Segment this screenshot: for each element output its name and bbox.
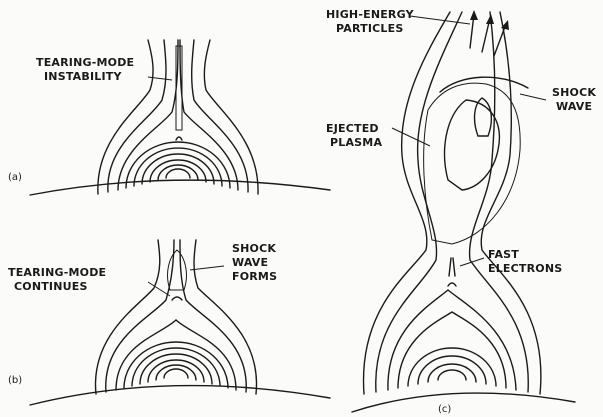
panel-a-label-line2: INSTABILITY [44,70,122,83]
panel-b-closed-loops [115,319,237,391]
panel-b-right-label-line2: WAVE [232,256,268,269]
panel-c-shock-leader [519,93,547,101]
panel-c-open-field-lines [362,11,542,395]
panel-c-particle-arrows [469,10,509,57]
panel-c-shock-label-line2: WAVE [556,100,592,113]
panel-b-right-label-line3: FORMS [232,270,277,283]
panel-a-open-field-lines [97,39,259,195]
panel-b: TEARING-MODE CONTINUES SHOCK WAVE FORMS … [8,239,331,406]
panel-c-shock-label-line1: SHOCK [552,86,596,99]
panel-c-top-leader [409,15,471,25]
panel-c-solar-surface [351,392,576,413]
panel-a-tearing-sheet [175,45,183,141]
panel-c: HIGH-ENERGY PARTICLES SHOCK WAVE EJECTED… [326,8,596,415]
panel-b-right-label-line1: SHOCK [232,242,276,255]
panel-b-left-label-line2: CONTINUES [14,280,88,293]
ejected-plasma-blob [423,82,521,245]
panel-c-fast-leader [459,257,485,267]
panel-a: TEARING-MODE INSTABILITY (a) [8,39,331,196]
panel-c-ejected-label-line2: PLASMA [330,136,382,149]
panel-a-closed-loops [125,141,231,189]
panel-a-label-leader [147,76,173,81]
panel-c-top-label-line2: PARTICLES [336,22,403,35]
panel-b-solar-surface [29,384,331,406]
panel-c-top-label-line1: HIGH-ENERGY [326,8,415,21]
panel-b-left-leader [147,281,171,297]
panel-a-solar-surface [29,179,331,196]
panel-c-fast-label-line1: FAST [488,248,519,261]
panel-b-left-label-line1: TEARING-MODE [8,266,106,279]
panel-c-ejected-plasma [423,82,521,245]
panel-c-ejected-label-line1: EJECTED [326,122,379,135]
panel-c-shock-wave [439,76,529,93]
panel-c-closed-loops [387,289,517,391]
panel-b-tag: (b) [8,375,22,386]
panel-c-fast-label-line2: ELECTRONS [488,262,562,275]
panel-c-tag: (c) [438,404,451,415]
panel-c-ejected-leader [391,127,431,147]
panel-a-tag: (a) [8,172,22,183]
panel-b-right-leader [189,265,225,271]
panel-c-reconnection-point [447,257,457,287]
panel-b-open-field-lines [94,239,258,395]
panel-b-plasmoid [167,249,187,301]
panel-a-label-line1: TEARING-MODE [36,56,134,69]
